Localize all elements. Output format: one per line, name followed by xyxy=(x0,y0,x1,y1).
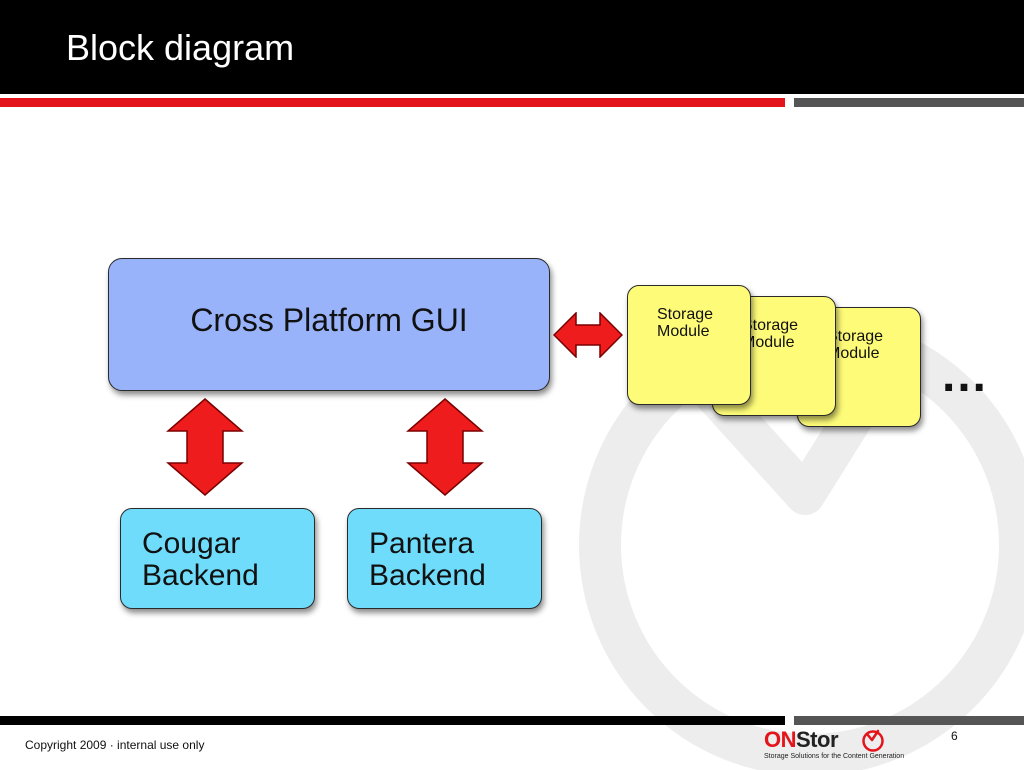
double-arrow-icon xyxy=(406,398,484,496)
logo-tagline: Storage Solutions for the Content Genera… xyxy=(764,753,905,760)
page-number: 6 xyxy=(951,729,958,743)
gui-label: Cross Platform GUI xyxy=(190,302,468,338)
storage-module-label: Storage Module xyxy=(827,328,884,362)
backend-label: Cougar Backend xyxy=(142,527,259,592)
double-arrow-icon xyxy=(553,312,623,358)
backend-label: Pantera Backend xyxy=(369,527,486,592)
storage-module-label: Storage Module xyxy=(742,317,799,351)
double-arrow-icon xyxy=(166,398,244,496)
logo-wordmark: ONStor xyxy=(764,727,839,753)
more-ellipsis: … xyxy=(940,349,996,402)
bottom-black-stripe xyxy=(0,716,785,725)
slide-title: Block diagram xyxy=(66,27,295,68)
onstor-logo: ONStor Storage Solutions for the Content… xyxy=(764,727,914,763)
top-gray-stripe xyxy=(794,98,1024,107)
gui-box: Cross Platform GUI xyxy=(108,258,550,391)
storage-module-label: Storage Module xyxy=(657,306,714,340)
copyright-text: Copyright 2009 · internal use only xyxy=(25,738,205,752)
pantera-backend-box: Pantera Backend xyxy=(347,508,542,609)
bottom-gray-stripe xyxy=(794,716,1024,725)
logo-on: ON xyxy=(764,727,797,752)
title-bar: Block diagram xyxy=(0,0,1024,94)
top-red-stripe xyxy=(0,98,785,107)
logo-stor: Stor xyxy=(796,727,839,752)
logo-check-icon xyxy=(862,729,884,752)
cougar-backend-box: Cougar Backend xyxy=(120,508,315,609)
storage-module-box: Storage Module xyxy=(627,285,751,405)
